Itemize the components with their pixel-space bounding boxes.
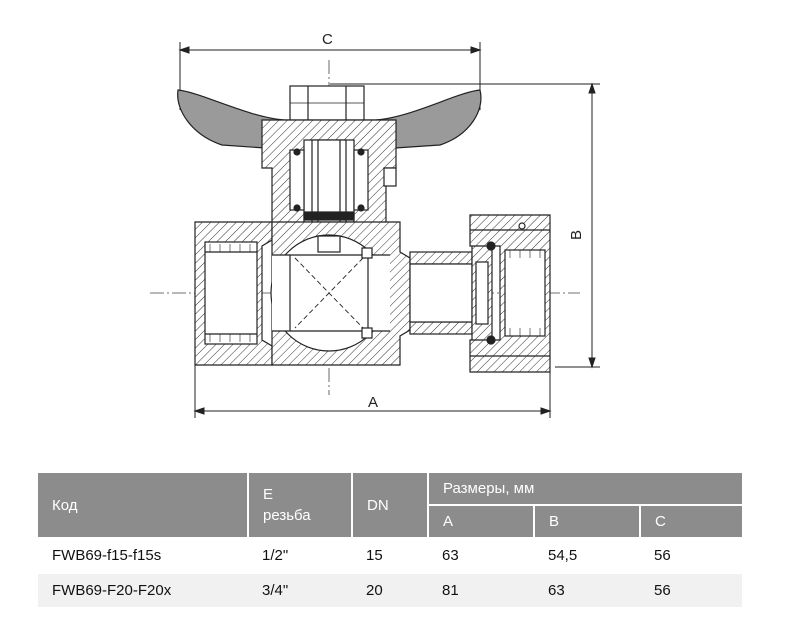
specification-table: Код E резьба DN Размеры, мм A B C FWB69-… [38,473,742,607]
header-thread-line1: E [263,486,274,503]
cell-dn: 20 [352,574,428,607]
header-dimensions: Размеры, мм [427,473,742,505]
cell-code: FWB69-f15-f15s [38,537,248,574]
cell-b: 63 [534,574,640,607]
valve-cross-section-drawing: C A B [150,31,600,418]
dimension-a [193,365,552,418]
header-code: Код [52,496,78,514]
stem-housing [261,119,397,241]
table-header-row: Код E резьба DN Размеры, мм [38,473,742,537]
dimension-a-label: A [368,394,378,411]
header-thread: E резьба [247,473,352,537]
cell-thread: 3/4" [248,574,352,607]
handle-nut [289,85,365,121]
butterfly-handle [177,89,482,149]
cell-c: 56 [640,574,742,607]
union-tailpiece [409,239,493,347]
dimension-b [330,82,600,369]
header-b: B [533,504,640,537]
header-thread-line2: резьба [263,507,311,524]
union-nut [469,214,551,373]
dimension-b-label: B [568,230,585,240]
cell-a: 63 [428,537,534,574]
table-row: FWB69-F20-F20x 3/4" 20 81 63 56 [38,574,742,607]
cell-dn: 15 [352,537,428,574]
valve-body-left [194,221,273,366]
header-c: C [639,504,742,537]
header-a: A [427,504,534,537]
header-dn: DN [351,473,428,537]
cell-a: 81 [428,574,534,607]
table-row: FWB69-f15-f15s 1/2" 15 63 54,5 56 [38,537,742,574]
dimension-c-label: C [322,31,333,48]
cell-code: FWB69-F20-F20x [38,574,248,607]
cell-b: 54,5 [534,537,640,574]
cell-thread: 1/2" [248,537,352,574]
cell-c: 56 [640,537,742,574]
valve-body-center [270,221,411,366]
